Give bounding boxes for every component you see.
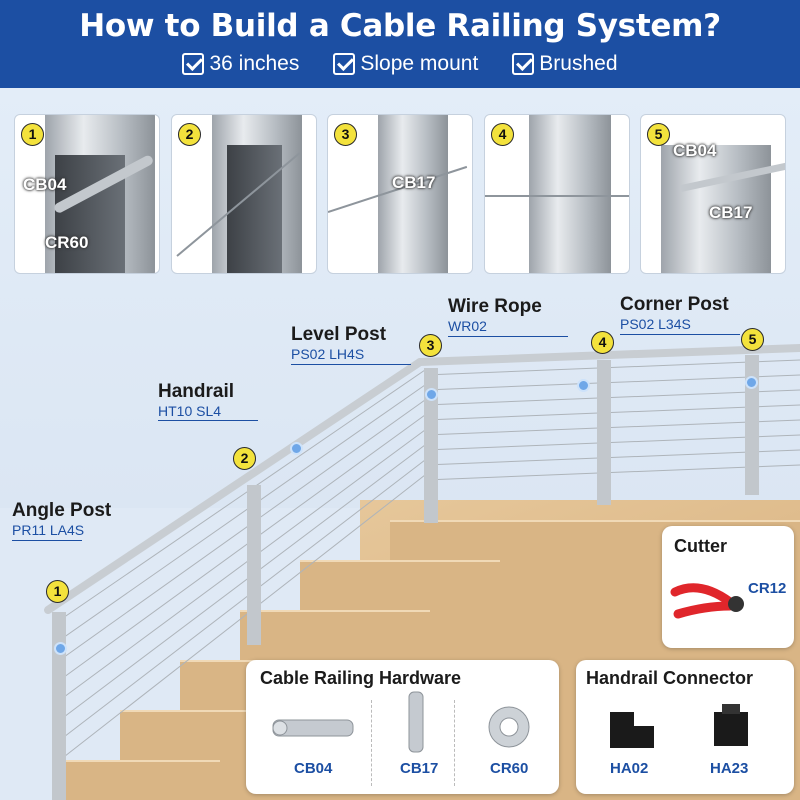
leader-line [158,420,258,421]
callout-badge: 1 [46,580,69,603]
step-panel-1: 1 CB04 CR60 [14,114,160,274]
callout-title: Wire Rope [448,296,542,317]
header-banner: How to Build a Cable Railing System? 36 … [0,0,800,88]
feature-item: 36 inches [182,52,299,76]
connector-card: Handrail Connector HA02 HA23 [576,660,794,794]
step-badge: 3 [334,123,357,146]
callout-corner-post: Corner Post PS02 L34S [620,294,729,332]
callout-title: Corner Post [620,294,729,315]
ha23-connector-icon [714,704,748,746]
marker-dot [425,388,438,401]
hardware-code: CR60 [490,760,529,777]
connector-code: HA23 [710,760,749,777]
callout-code: HT10 SL4 [158,403,222,419]
marker-dot [54,642,67,655]
step-badge: 1 [21,123,44,146]
marker-dot [745,376,758,389]
callout-title: Handrail [158,381,235,402]
callout-code: PS02 LH4S [291,346,365,362]
leader-line [12,540,82,541]
stair-step [60,760,220,800]
part-label: CB04 [673,141,717,160]
step-panel-4: 4 [484,114,630,274]
connector-code: HA02 [610,760,649,777]
callout-title: Level Post [291,324,387,345]
cutter-title: Cutter [674,536,727,556]
checkbox-icon [182,53,205,75]
post-image [661,145,771,273]
post-slot [227,145,282,273]
feature-list: 36 inches Slope mount Brushed [0,52,800,76]
part-label: CR60 [45,233,89,252]
callout-wire-rope: Wire Rope WR02 [448,296,542,334]
callout-level-post: Level Post PS02 LH4S [291,324,386,362]
checkbox-icon [512,53,535,75]
post-image [378,115,448,273]
hardware-title: Cable Railing Hardware [260,668,462,688]
step-panel-3: 3 CB17 [327,114,473,274]
divider [454,700,455,786]
connector-title: Handrail Connector [586,668,754,688]
marker-dot [290,442,303,455]
callout-code: WR02 [448,318,487,334]
cutter-code: CR12 [748,580,787,597]
step-badge: 5 [647,123,670,146]
cb17-fitting-icon [408,691,424,753]
step-badge: 4 [491,123,514,146]
hardware-code: CB17 [400,760,439,777]
marker-dot [577,379,590,392]
part-label: CB04 [23,175,67,194]
cutter-card: Cutter CR12 [662,526,794,648]
page-title: How to Build a Cable Railing System? [79,8,721,44]
feature-item: Brushed [512,52,618,76]
feature-item: Slope mount [333,52,478,76]
hardware-code: CB04 [294,760,333,777]
hardware-card: Cable Railing Hardware CB04 CB17 CR60 [246,660,559,794]
step-panel-2: 2 [171,114,317,274]
step-panel-5: 5 CB04 CB17 [640,114,786,274]
part-label: CB17 [392,173,436,192]
step-badge: 2 [178,123,201,146]
callout-badge: 5 [741,328,764,351]
callout-code: PS02 L34S [620,316,691,332]
feature-label: Brushed [539,52,618,75]
leader-line [620,334,740,335]
cable-image [485,195,629,197]
callout-badge: 2 [233,447,256,470]
callout-angle-post: Angle Post PR11 LA4S [12,500,111,538]
callout-title: Angle Post [12,500,112,521]
callout-badge: 3 [419,334,442,357]
divider [371,700,372,786]
cr60-ring-icon [488,706,530,748]
cutter-icon [670,583,744,619]
checkbox-icon [333,53,356,75]
callout-badge: 4 [591,331,614,354]
leader-line [291,364,411,365]
part-label: CB17 [709,203,753,222]
post-image [529,115,611,273]
feature-label: Slope mount [360,52,479,75]
callout-handrail: Handrail HT10 SL4 [158,381,234,419]
cb04-fitting-icon [272,719,354,737]
leader-line [448,336,568,337]
callout-code: PR11 LA4S [12,522,85,538]
feature-label: 36 inches [209,52,300,75]
ha02-connector-icon [610,712,654,748]
